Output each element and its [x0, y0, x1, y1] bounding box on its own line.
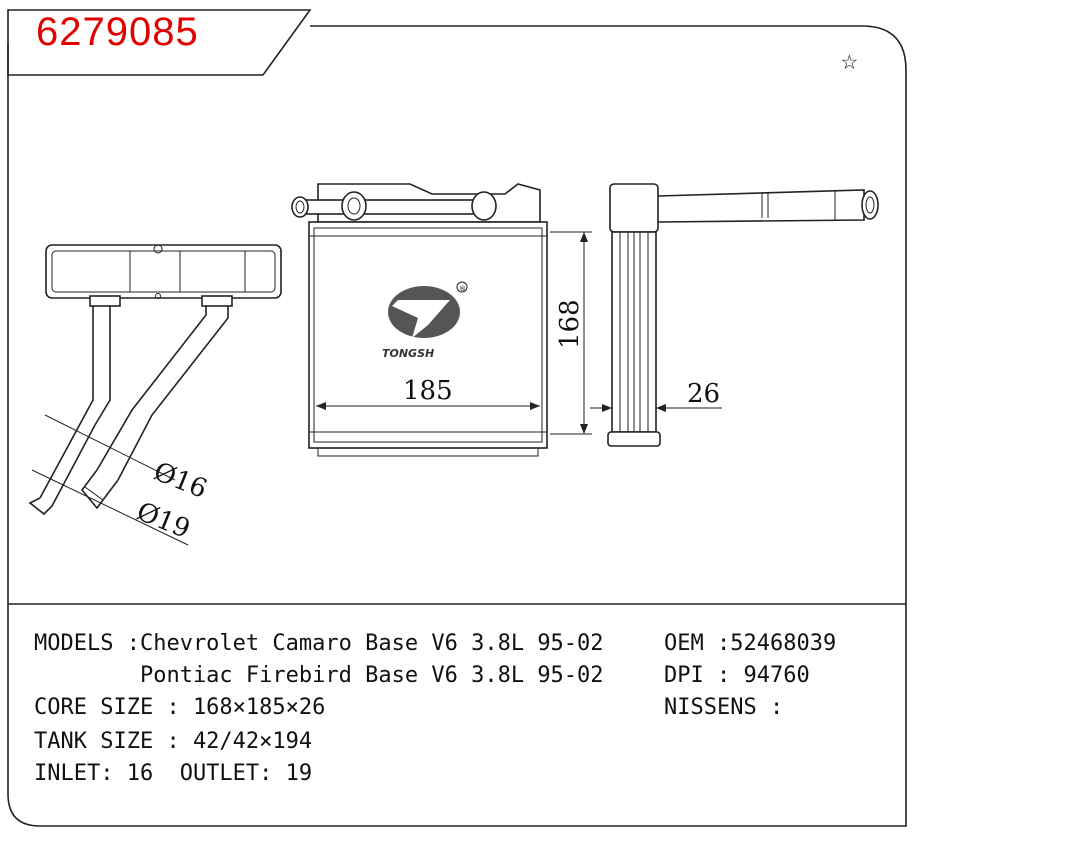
registered-mark: ® [459, 285, 466, 293]
core-size: CORE SIZE : 168×185×26 [34, 695, 326, 720]
depth-dimension: 26 [590, 379, 722, 412]
nissens-number: NISSENS : [664, 695, 784, 720]
star-outline-icon[interactable]: ☆ [841, 43, 858, 76]
height-dimension: 168 [550, 231, 592, 435]
outer-frame [7, 25, 907, 827]
brand-name: TONGSH [382, 347, 434, 360]
dimension-outlet-label: Ø19 [132, 497, 194, 545]
part-number-tab [7, 9, 312, 76]
inlet-outlet: INLET: 16 OUTLET: 19 [34, 761, 313, 786]
models-line-2: Pontiac Firebird Base V6 3.8L 95-02 [34, 663, 604, 688]
heater-core-side-view [607, 183, 879, 447]
part-number: 6279085 [36, 10, 199, 54]
dimension-width-label: 185 [403, 376, 453, 406]
brand-logo: ® TONGSH [382, 281, 468, 360]
dimension-height-label: 168 [555, 299, 585, 349]
dpi-number: DPI : 94760 [664, 663, 810, 688]
tank-size: TANK SIZE : 42/42×194 [34, 729, 313, 754]
dimension-inlet-label: Ø16 [149, 457, 211, 505]
models-line-1: MODELS :Chevrolet Camaro Base V6 3.8L 95… [34, 631, 604, 656]
tank-side-view [28, 244, 282, 546]
oem-number: OEM :52468039 [664, 631, 837, 656]
dimension-depth-label: 26 [687, 379, 720, 409]
width-dimension: 185 [316, 376, 540, 410]
